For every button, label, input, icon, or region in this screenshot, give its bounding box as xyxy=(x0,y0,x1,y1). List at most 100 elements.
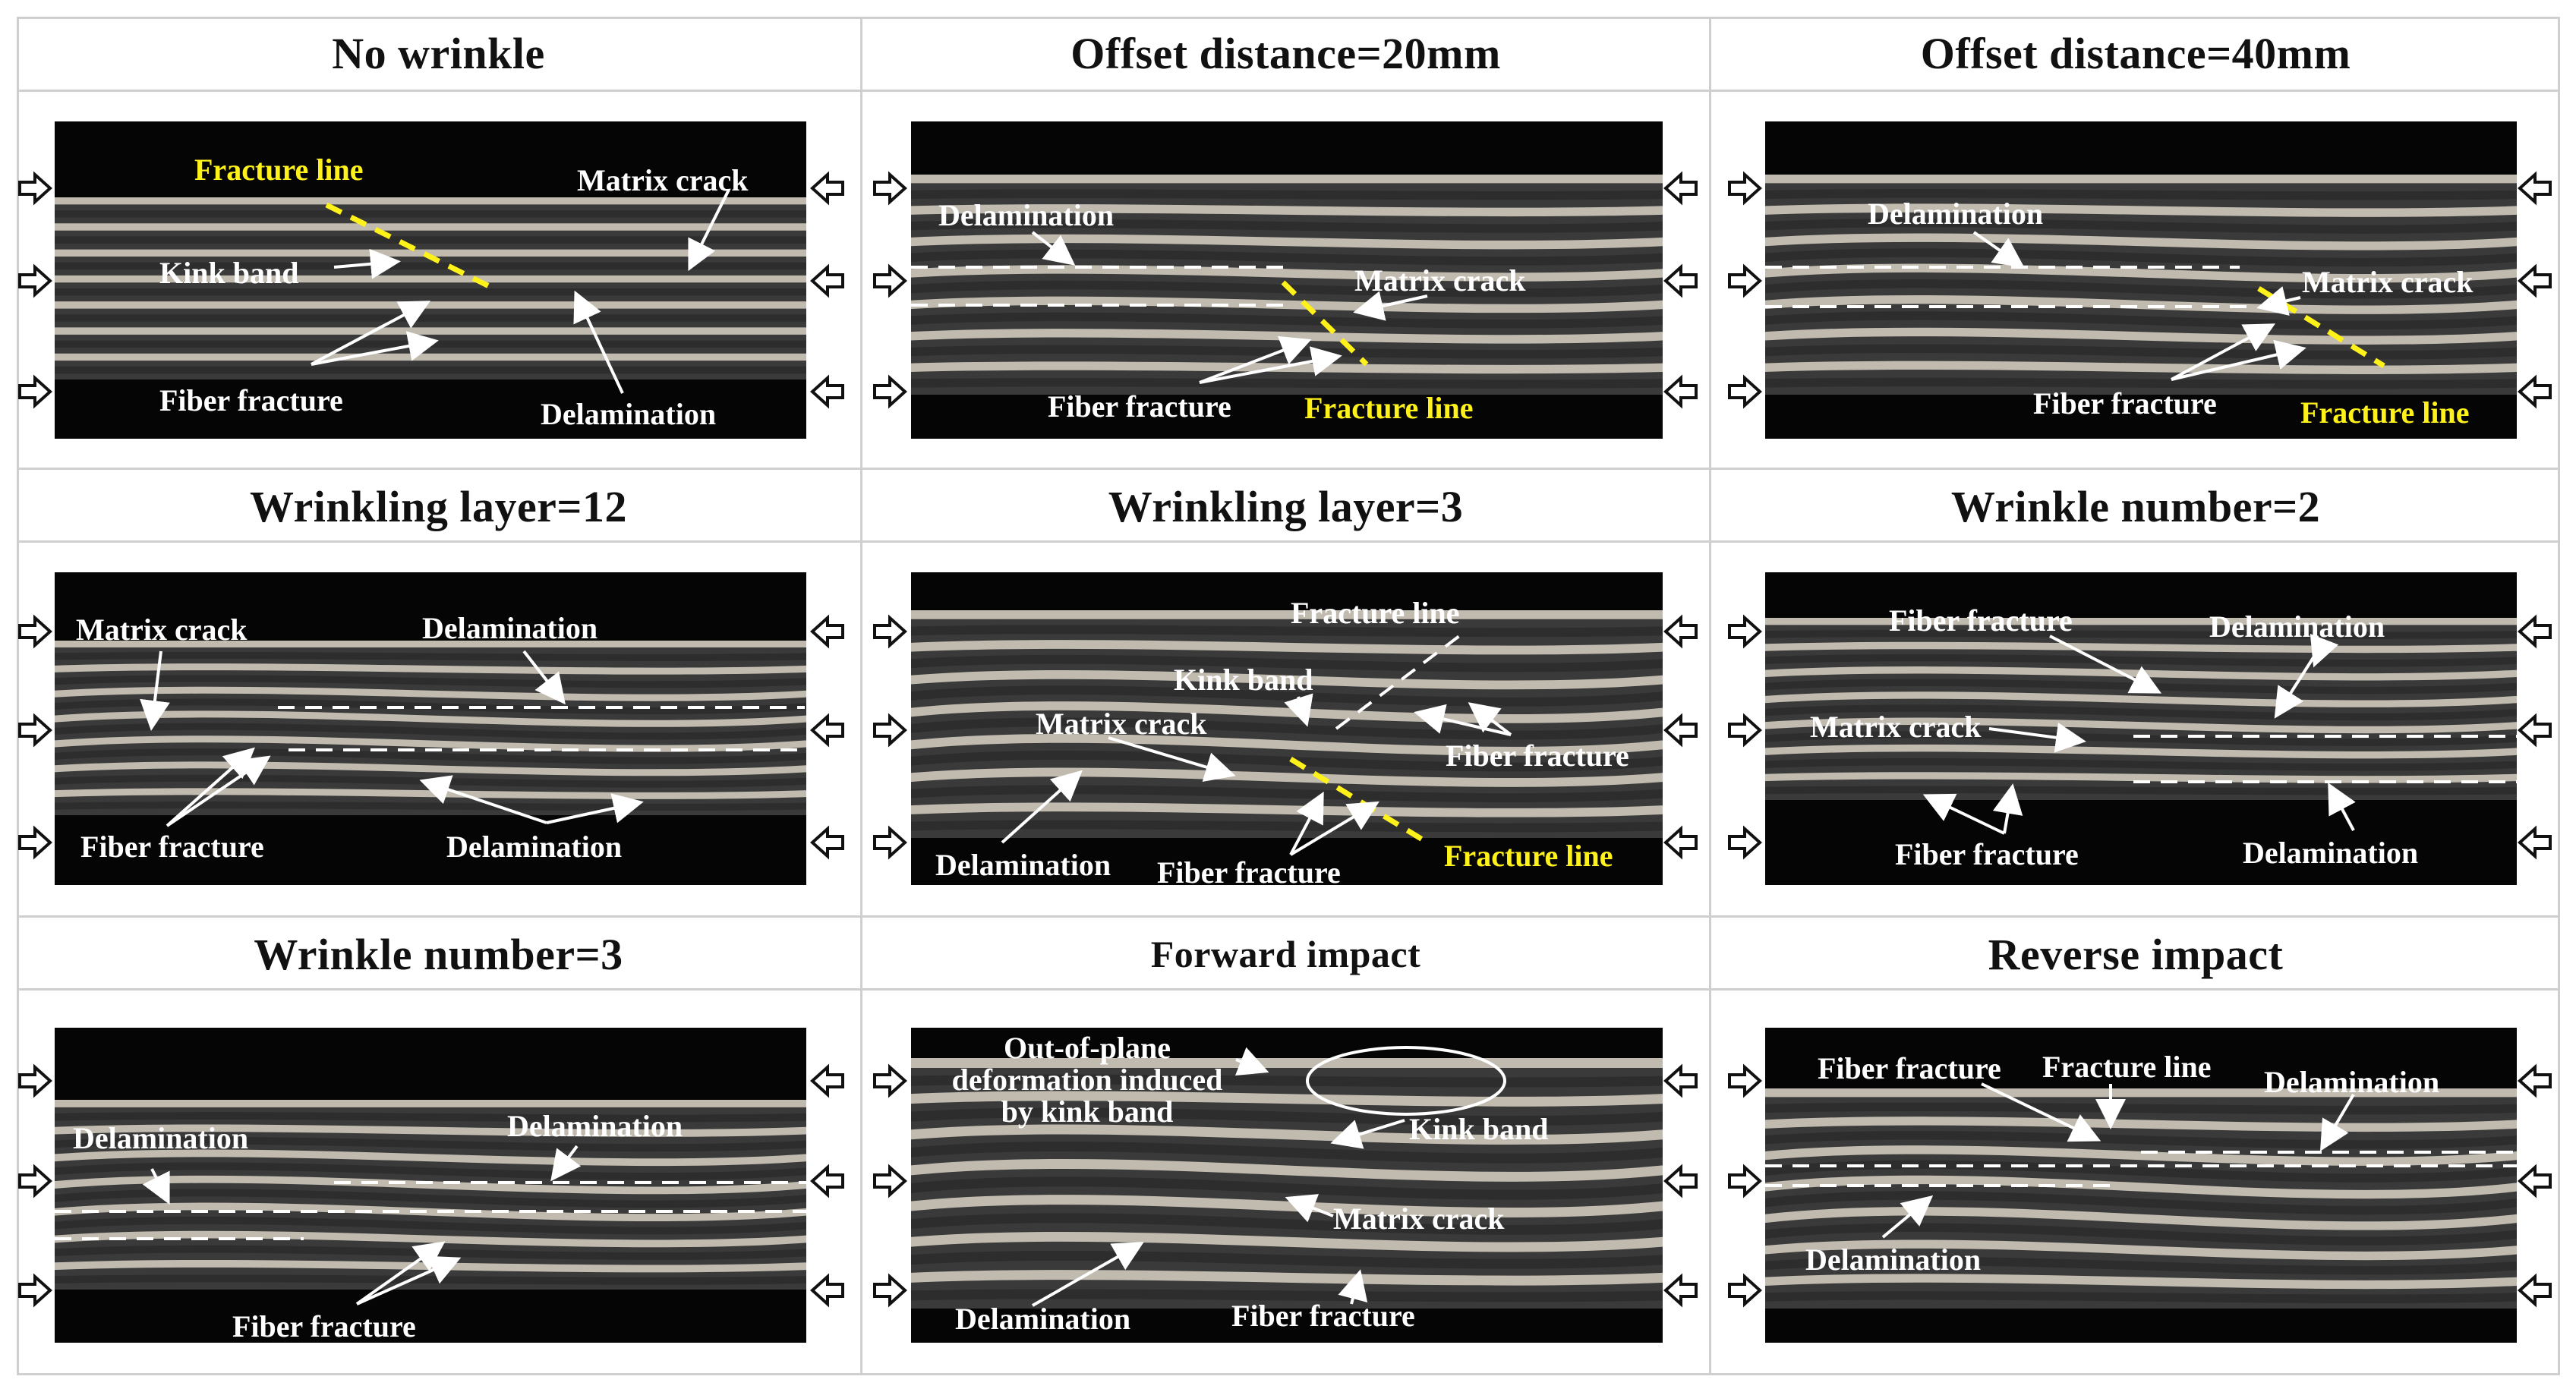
kink-band-label: Kink band xyxy=(159,256,299,290)
fiber-fracture-label: Fiber fracture xyxy=(1818,1051,2001,1085)
row-divider xyxy=(17,988,2560,991)
matrix-crack-label: Matrix crack xyxy=(1354,263,1526,298)
leader-arrow xyxy=(688,189,730,272)
load-arrow-icon xyxy=(810,614,844,649)
load-arrow-icon xyxy=(810,263,844,298)
deformation-highlight xyxy=(1306,1046,1506,1116)
fracture-line-label: Fracture line xyxy=(1304,391,1474,425)
load-arrow-icon xyxy=(2518,1273,2552,1308)
delamination-label: Delamination xyxy=(1805,1243,1982,1277)
delamination-label: Delamination xyxy=(2209,609,2385,644)
load-arrow-icon xyxy=(810,1164,844,1198)
load-arrow-icon xyxy=(2518,713,2552,748)
load-arrow-icon xyxy=(2518,1063,2552,1098)
leader-arrow xyxy=(311,331,439,366)
load-arrow-icon xyxy=(1728,1063,1762,1098)
load-arrow-icon xyxy=(18,171,52,206)
column-divider xyxy=(860,17,862,1375)
leader-arrow xyxy=(1338,1269,1368,1305)
matrix-crack-label: Matrix crack xyxy=(76,613,248,647)
column-divider xyxy=(1709,17,1711,1375)
load-arrow-icon xyxy=(2518,1164,2552,1198)
load-arrow-icon xyxy=(873,1063,907,1098)
matrix-crack-label: Matrix crack xyxy=(1333,1202,1505,1236)
load-arrow-icon xyxy=(18,1063,52,1098)
leader-arrow xyxy=(356,1255,462,1306)
fracture-line-label: Fracture line xyxy=(194,153,364,187)
delamination-label: Delamination xyxy=(507,1109,683,1143)
panel-title: Wrinkle number=2 xyxy=(1950,481,2321,531)
delamination-label: Delamination xyxy=(73,1121,249,1155)
load-arrow-icon xyxy=(810,1273,844,1308)
matrix-crack-label: Matrix crack xyxy=(577,163,749,197)
leader-arrow xyxy=(1285,1194,1334,1223)
load-arrow-icon xyxy=(1663,713,1698,748)
panel-title: Wrinkle number=3 xyxy=(254,929,623,979)
load-arrow-icon xyxy=(873,263,907,298)
leader-arrow xyxy=(1032,1242,1144,1307)
leader-arrow xyxy=(1981,1082,2101,1142)
fracture-line xyxy=(1281,280,1369,367)
load-arrow-icon xyxy=(873,713,907,748)
load-arrow-icon xyxy=(1663,171,1698,206)
load-arrow-icon xyxy=(1663,825,1698,860)
load-arrow-icon xyxy=(810,374,844,409)
panel-title: Forward impact xyxy=(1150,933,1421,975)
load-arrow-icon xyxy=(1728,263,1762,298)
kink-band-label: Kink band xyxy=(1409,1112,1549,1146)
load-arrow-icon xyxy=(18,713,52,748)
leader-arrow xyxy=(1289,791,1324,855)
load-arrow-icon xyxy=(18,1164,52,1198)
leader-arrow xyxy=(1108,736,1236,782)
fiber-fracture-label: Fiber fracture xyxy=(1446,739,1629,773)
leader-arrow xyxy=(1031,231,1076,266)
delamination-label: Delamination xyxy=(1868,197,2044,231)
delamination-label: Delamination xyxy=(2243,836,2419,870)
panel-title: Offset distance=20mm xyxy=(1070,28,1501,78)
figure-frame xyxy=(17,17,2560,1375)
laminate-plies xyxy=(1765,175,2517,395)
leader-arrow xyxy=(573,290,624,394)
load-arrow-icon xyxy=(810,713,844,748)
leader-arrow xyxy=(1414,704,1512,736)
laminate-plies xyxy=(55,1100,806,1290)
load-arrow-icon xyxy=(1663,614,1698,649)
out-of-plane-deformation-label: Out-of-plane deformation induced by kink… xyxy=(951,1031,1223,1129)
kink-band-label: Kink band xyxy=(1174,663,1313,697)
load-arrow-icon xyxy=(18,374,52,409)
delamination-label: Delamination xyxy=(2264,1065,2440,1099)
row-divider xyxy=(17,915,2560,918)
load-arrow-icon xyxy=(1663,374,1698,409)
leader-arrow xyxy=(166,755,271,827)
specimen-image xyxy=(1765,572,2517,885)
fiber-fracture-label: Fiber fracture xyxy=(1889,603,2073,638)
fracture-line-label: Fracture line xyxy=(1444,839,1613,873)
fiber-fracture-label: Fiber fracture xyxy=(1231,1299,1415,1333)
load-arrow-icon xyxy=(1663,1273,1698,1308)
leader-arrow xyxy=(311,301,431,366)
leader-arrow xyxy=(2274,641,2325,719)
delamination-label: Delamination xyxy=(935,848,1111,882)
leader-arrow xyxy=(1001,770,1083,844)
leader-arrow xyxy=(1972,231,2025,268)
delamination-line xyxy=(1335,630,1467,730)
leader-arrow xyxy=(1284,693,1313,727)
fiber-fracture-label: Fiber fracture xyxy=(80,830,264,864)
load-arrow-icon xyxy=(1728,1273,1762,1308)
fracture-line-label: Fracture line xyxy=(2300,395,2470,430)
fracture-line xyxy=(325,202,495,291)
leader-arrow xyxy=(1353,291,1428,321)
load-arrow-icon xyxy=(1728,374,1762,409)
leader-arrow xyxy=(1199,335,1312,384)
panel-title: Offset distance=40mm xyxy=(1920,28,2351,78)
load-arrow-icon xyxy=(1663,263,1698,298)
leader-arrow xyxy=(2328,782,2356,831)
fracture-line xyxy=(2257,286,2385,368)
row-divider xyxy=(17,468,2560,470)
load-arrow-icon xyxy=(2518,263,2552,298)
load-arrow-icon xyxy=(873,1273,907,1308)
specimen-image xyxy=(55,121,806,439)
load-arrow-icon xyxy=(873,1164,907,1198)
